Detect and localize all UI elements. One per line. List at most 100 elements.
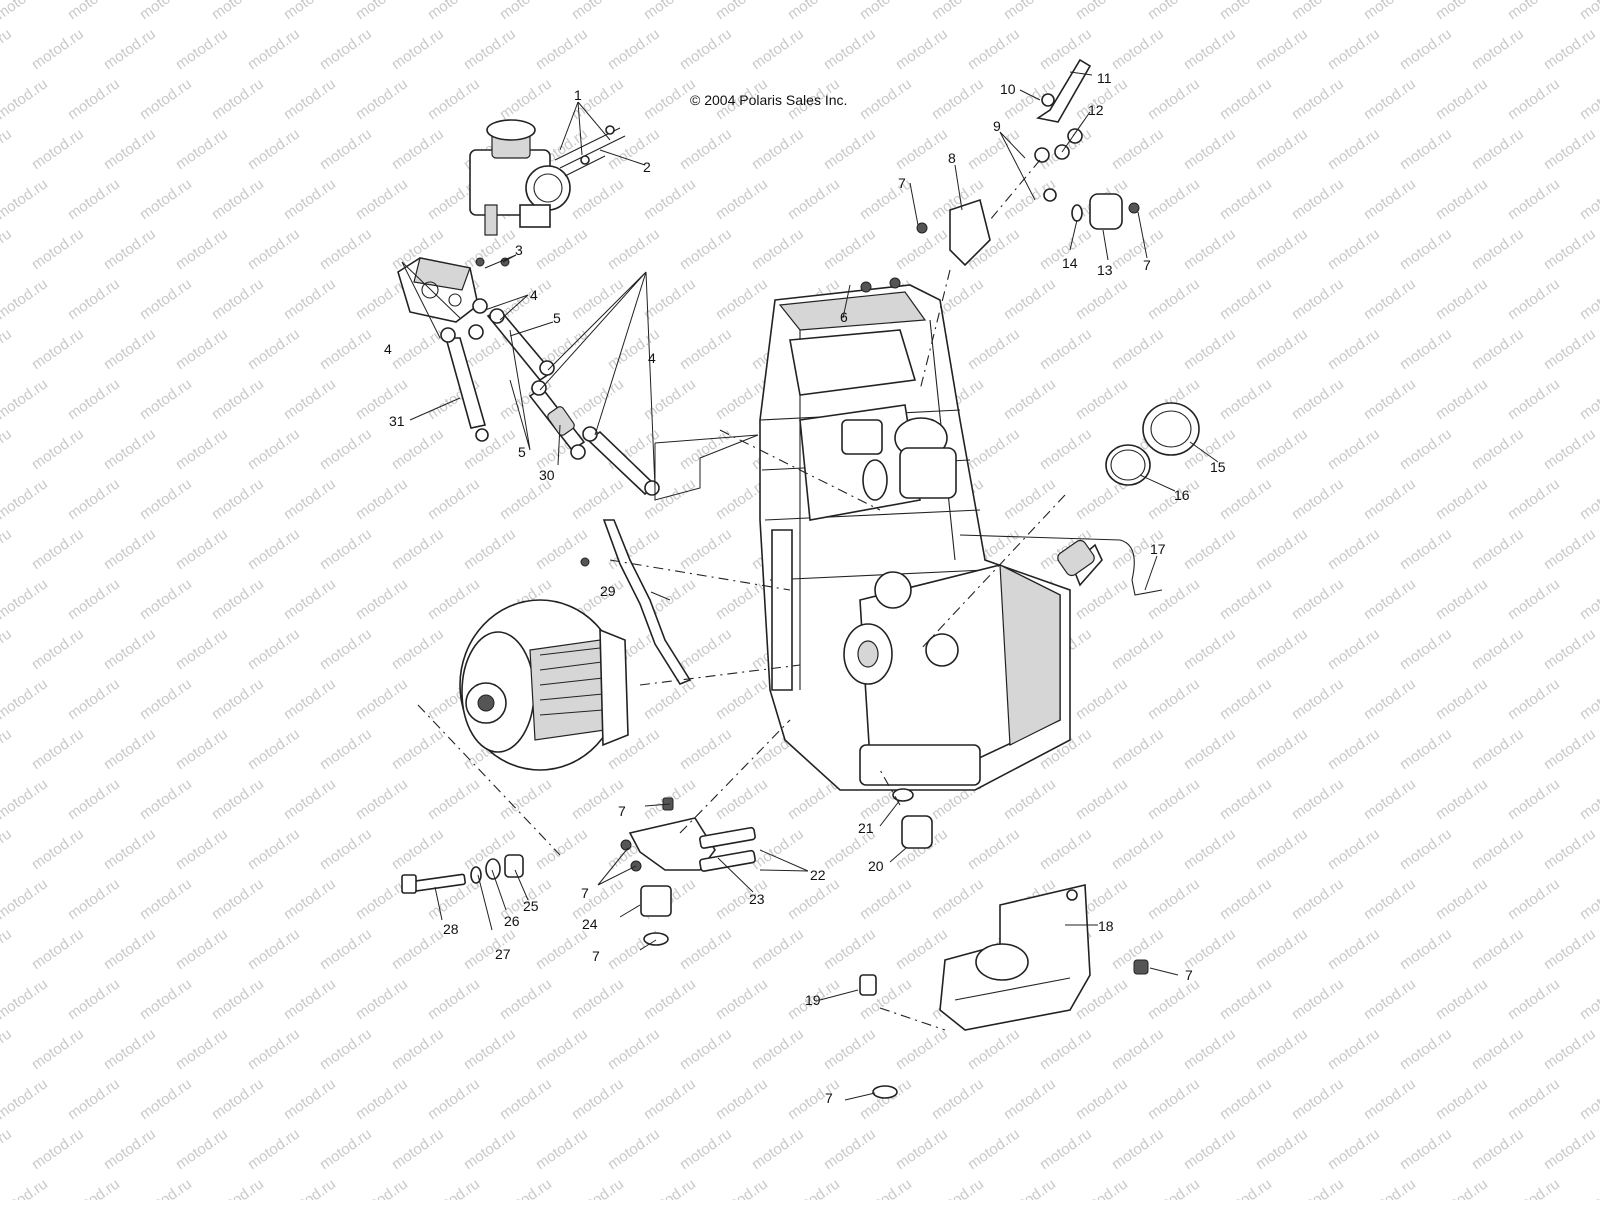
watermark-text: motod.ru (1469, 825, 1527, 873)
watermark-text: motod.ru (1145, 1075, 1203, 1123)
watermark-text: motod.ru (857, 875, 915, 923)
watermark-text: motod.ru (1073, 675, 1131, 723)
watermark-text: motod.ru (281, 575, 339, 623)
watermark-text: motod.ru (569, 1175, 627, 1200)
watermark-text: motod.ru (65, 775, 123, 823)
watermark-text: motod.ru (173, 725, 231, 773)
watermark-text: motod.ru (1361, 75, 1419, 123)
watermark-text: motod.ru (929, 1075, 987, 1123)
watermark-text: motod.ru (0, 825, 15, 873)
copyright-notice: © 2004 Polaris Sales Inc. (690, 92, 848, 108)
callout-10: 10 (1000, 81, 1016, 97)
watermark-text: motod.ru (245, 525, 303, 573)
watermark-text: motod.ru (1289, 0, 1347, 23)
watermark-text: motod.ru (1397, 1025, 1455, 1073)
watermark-text: motod.ru (65, 875, 123, 923)
watermark-text: motod.ru (0, 975, 51, 1023)
watermark-text: motod.ru (1217, 0, 1275, 23)
watermark-text: motod.ru (1541, 1125, 1599, 1173)
watermark-text: motod.ru (533, 925, 591, 973)
watermark-text: motod.ru (1217, 175, 1275, 223)
watermark-text: motod.ru (1397, 625, 1455, 673)
watermark-text: motod.ru (389, 625, 447, 673)
watermark-text: motod.ru (281, 675, 339, 723)
watermark-text: motod.ru (137, 1175, 195, 1200)
watermark-text: motod.ru (497, 1075, 555, 1123)
watermark-text: motod.ru (1541, 925, 1599, 973)
watermark-text: motod.ru (461, 525, 519, 573)
watermark-text: motod.ru (461, 425, 519, 473)
watermark-text: motod.ru (1001, 275, 1059, 323)
watermark-text: motod.ru (209, 75, 267, 123)
watermark-text: motod.ru (137, 675, 195, 723)
watermark-text: motod.ru (821, 1125, 879, 1173)
watermark-text: motod.ru (101, 625, 159, 673)
watermark-text: motod.ru (209, 975, 267, 1023)
watermark-text: motod.ru (713, 775, 771, 823)
watermark-text: motod.ru (317, 425, 375, 473)
watermark-text: motod.ru (965, 425, 1023, 473)
watermark-text: motod.ru (749, 225, 807, 273)
upper-mount-hardware (916, 58, 1140, 267)
watermark-text: motod.ru (101, 525, 159, 573)
watermark-text: motod.ru (569, 175, 627, 223)
watermark-text: motod.ru (389, 725, 447, 773)
watermark-text: motod.ru (1253, 725, 1311, 773)
watermark-text: motod.ru (245, 1125, 303, 1173)
watermark-text: motod.ru (677, 925, 735, 973)
watermark-text: motod.ru (1469, 625, 1527, 673)
watermark-text: motod.ru (0, 725, 15, 773)
watermark-text: motod.ru (497, 75, 555, 123)
watermark-text: motod.ru (785, 0, 843, 23)
watermark-text: motod.ru (209, 475, 267, 523)
leader-lines (401, 71, 1219, 1101)
watermark-text: motod.ru (1541, 725, 1599, 773)
watermark-text: motod.ru (29, 1125, 87, 1173)
watermark-text: motod.ru (1181, 525, 1239, 573)
engine-illustration (759, 277, 1103, 791)
watermark-text: motod.ru (713, 1175, 771, 1200)
watermark-text: motod.ru (1505, 375, 1563, 423)
watermark-text: motod.ru (0, 1075, 51, 1123)
watermark-text: motod.ru (209, 775, 267, 823)
callout-5: 5 (553, 310, 561, 326)
callout-7: 7 (592, 948, 600, 964)
watermark-text: motod.ru (1181, 1025, 1239, 1073)
watermark-text: motod.ru (1181, 1125, 1239, 1173)
watermark-text: motod.ru (1505, 975, 1563, 1023)
intake-boot-illustration (1105, 402, 1200, 486)
watermark-text: motod.ru (1325, 625, 1383, 673)
watermark-text: motod.ru (0, 775, 51, 823)
watermark-text: motod.ru (641, 375, 699, 423)
watermark-text: motod.ru (245, 625, 303, 673)
watermark-text: motod.ru (1073, 275, 1131, 323)
watermark-text: motod.ru (677, 125, 735, 173)
watermark-text: motod.ru (641, 975, 699, 1023)
watermark-text: motod.ru (1541, 225, 1599, 273)
watermark-text: motod.ru (209, 1075, 267, 1123)
watermark-text: motod.ru (1325, 425, 1383, 473)
watermark-text: motod.ru (173, 1125, 231, 1173)
watermark-text: motod.ru (1253, 125, 1311, 173)
watermark-text: motod.ru (0, 1125, 15, 1173)
watermark-text: motod.ru (317, 825, 375, 873)
watermark-text: motod.ru (1253, 225, 1311, 273)
watermark-text: motod.ru (1433, 275, 1491, 323)
watermark-text: motod.ru (317, 925, 375, 973)
watermark-text: motod.ru (137, 175, 195, 223)
watermark-text: motod.ru (1361, 1175, 1419, 1200)
watermark-text: motod.ru (1325, 1025, 1383, 1073)
watermark-text: motod.ru (821, 25, 879, 73)
watermark-text: motod.ru (1577, 675, 1600, 723)
watermark-text: motod.ru (1397, 825, 1455, 873)
watermark-text: motod.ru (1289, 575, 1347, 623)
callout-7: 7 (618, 803, 626, 819)
watermark-text: motod.ru (65, 975, 123, 1023)
watermark-text: motod.ru (965, 825, 1023, 873)
watermark-text: motod.ru (353, 175, 411, 223)
watermark-text: motod.ru (245, 925, 303, 973)
watermark-text: motod.ru (1001, 0, 1059, 23)
fuel-pump-illustration (397, 257, 510, 323)
watermark-text: motod.ru (173, 925, 231, 973)
watermark-text: motod.ru (1289, 175, 1347, 223)
